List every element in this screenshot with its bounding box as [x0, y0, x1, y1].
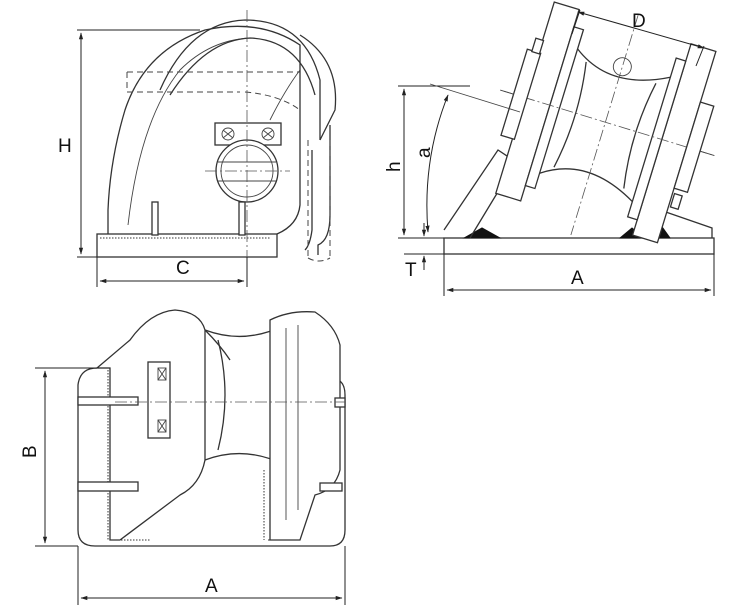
dim-label-D: D	[632, 11, 646, 32]
side-view: H C	[58, 10, 337, 287]
side-bracket	[107, 25, 301, 235]
dim-label-A-angled: A	[571, 268, 584, 289]
top-base-plate	[77, 367, 346, 547]
dim-label-H: H	[58, 136, 72, 157]
dim-label-B: B	[20, 445, 41, 458]
dim-label-T: T	[405, 260, 417, 281]
top-bolt-bracket	[147, 361, 171, 439]
top-view: B A	[20, 309, 346, 605]
dim-label-h: h	[384, 161, 405, 172]
dim-label-C: C	[176, 258, 190, 279]
dim-label-a: a	[414, 147, 435, 158]
dim-label-A-top: A	[205, 576, 218, 597]
angled-view: D h a T A	[384, 1, 717, 296]
side-base-plate	[96, 233, 278, 258]
angled-base-plate	[443, 237, 715, 255]
